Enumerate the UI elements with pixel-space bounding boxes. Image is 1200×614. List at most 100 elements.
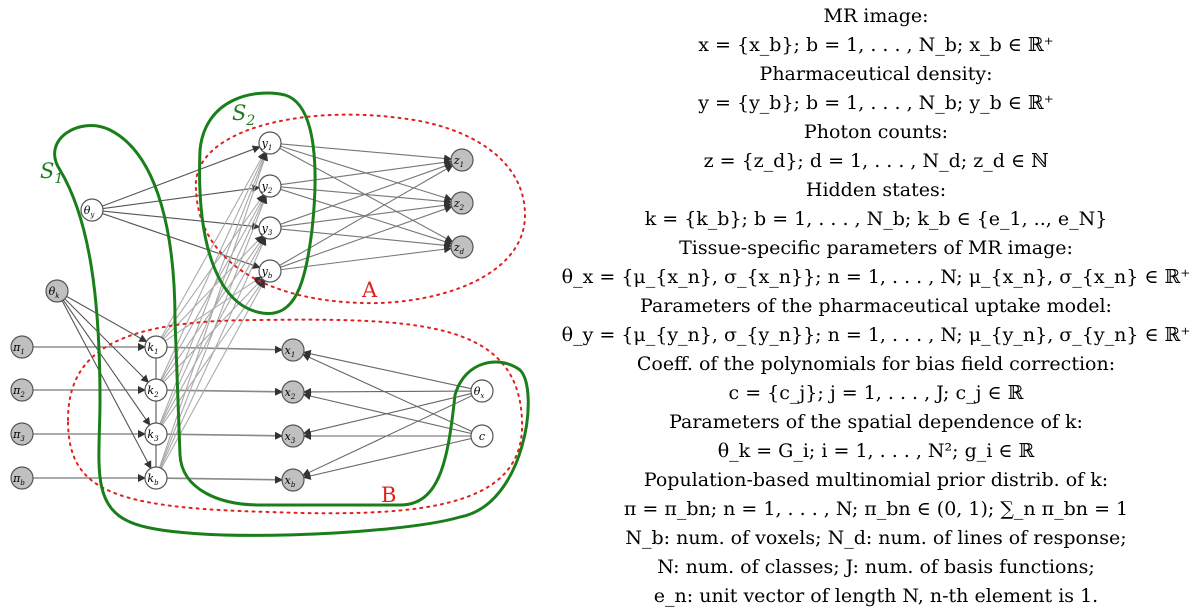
node-x-label: x2 <box>285 386 296 401</box>
definition-line: N_b: num. of voxels; N_d: num. of lines … <box>625 527 1127 549</box>
node-x-circle <box>281 338 305 362</box>
node-y-label: y1 <box>261 137 273 152</box>
edge-k-to-x <box>166 475 284 484</box>
node-pi-label: πb <box>12 472 25 487</box>
node-k-circle <box>144 466 168 490</box>
node-y-circle <box>258 174 282 198</box>
node-k-label: kb <box>147 472 159 487</box>
region-a-boundary <box>194 113 527 305</box>
node-x-circle <box>281 424 305 448</box>
node-x: x3 <box>281 424 305 448</box>
node-y: yb <box>258 259 282 283</box>
node-pi: π2 <box>10 378 34 402</box>
node-y-circle <box>258 131 282 155</box>
edge-c-to-x <box>302 437 472 480</box>
edge-y-to-z <box>280 143 453 163</box>
node-x-circle <box>281 468 305 492</box>
node-x-circle <box>281 380 305 404</box>
node-y: y3 <box>258 216 282 240</box>
node-k: k1 <box>144 335 168 359</box>
definition-line: Photon counts: <box>803 121 949 143</box>
definition-line: Population-based multinomial prior distr… <box>643 469 1109 491</box>
node-c-label: c <box>479 430 485 443</box>
set-s2-boundary <box>198 91 317 315</box>
node-k-label: k3 <box>147 428 159 443</box>
node-k-circle <box>144 422 168 446</box>
region-b-label: B <box>381 483 396 507</box>
edge-y-to-z <box>280 188 453 246</box>
region-a-label: A <box>361 278 378 302</box>
node-x: x2 <box>281 380 305 404</box>
edge-k-to-x <box>166 431 284 440</box>
diagram-nodes: θyθkθxcy1y2y3ybz1z2zdk1k2k3kbx1x2x3xbπ1π… <box>10 131 494 492</box>
node-theta-k-label: θk <box>49 285 60 300</box>
edge-thetak-to-k <box>62 299 151 426</box>
diagram-edges <box>33 143 473 484</box>
edge-thetak-to-k <box>61 300 152 470</box>
definition-line: Parameters of the spatial dependence of … <box>669 411 1083 433</box>
definition-line: e_n: unit vector of length N, n-th eleme… <box>653 585 1099 607</box>
edge-thetax-to-x <box>302 349 472 390</box>
node-pi-label: π1 <box>12 341 25 356</box>
definition-line: Coeff. of the polynomials for bias field… <box>636 353 1116 375</box>
node-k-label: k1 <box>147 341 158 356</box>
definition-line: k = {k_b}; b = 1, . . . , N_b; k_b ∈ {e_… <box>644 208 1108 230</box>
node-z-circle <box>450 235 474 259</box>
definitions-panel: MR image: x = {x_b}; b = 1, . . . , N_b;… <box>552 0 1200 614</box>
definition-line: Pharmaceutical density: <box>759 63 993 85</box>
node-theta-k: θk <box>45 279 69 303</box>
diagram-labels: S1 S2 A B <box>40 101 396 507</box>
definition-line: θ_x = {μ_{x_n}, σ_{x_n}}; n = 1, . . . ,… <box>561 266 1191 288</box>
node-pi-circle <box>10 335 34 359</box>
set-s2-label: S2 <box>232 101 255 129</box>
edge-thetak-to-k <box>66 295 148 343</box>
node-theta-x: θx <box>470 379 494 403</box>
node-pi: π1 <box>10 335 34 359</box>
edge-thetay-to-y <box>102 210 261 231</box>
node-pi-circle <box>10 378 34 402</box>
node-y: y1 <box>258 131 282 155</box>
set-s1-label: S1 <box>40 159 63 187</box>
edge-y-to-z <box>280 162 453 225</box>
node-k-circle <box>144 378 168 402</box>
node-pi: π3 <box>10 422 34 446</box>
definition-line: x = {x_b}; b = 1, . . . , N_b; x_b ∈ ℝ⁺ <box>698 34 1054 56</box>
definition-line: N: num. of classes; J: num. of basis fun… <box>657 556 1095 578</box>
definition-line: Hidden states: <box>805 179 947 201</box>
node-theta-y-label: θy <box>84 204 96 219</box>
node-y: y2 <box>258 174 282 198</box>
definition-line: π = π_bn; n = 1, . . . , N; π_bn ∈ (0, 1… <box>623 498 1129 520</box>
node-y-label: y3 <box>261 222 273 237</box>
edge-thetax-to-x <box>302 387 472 396</box>
edge-c-to-x <box>302 353 473 432</box>
node-y-label: yb <box>261 265 273 280</box>
edge-y-to-z <box>280 158 453 186</box>
definition-line: Parameters of the pharmaceutical uptake … <box>640 295 1112 317</box>
node-y-label: y2 <box>261 180 273 195</box>
node-pi: πb <box>10 466 34 490</box>
node-z-label: zd <box>453 241 465 256</box>
node-c-circle <box>470 424 494 448</box>
node-z-circle <box>450 148 474 172</box>
node-theta-y-circle <box>80 198 104 222</box>
edge-thetay-to-y <box>102 184 261 210</box>
node-pi-circle <box>10 422 34 446</box>
node-k-label: k2 <box>147 384 159 399</box>
node-c: c <box>470 424 494 448</box>
edge-y-to-z <box>280 245 453 271</box>
definition-line: y = {y_b}; b = 1, . . . , N_b; y_b ∈ ℝ⁺ <box>698 92 1054 114</box>
node-x-label: x3 <box>285 430 296 445</box>
node-x: xb <box>281 468 305 492</box>
node-k: kb <box>144 466 168 490</box>
edge-k-to-y <box>160 151 266 338</box>
node-pi-circle <box>10 466 34 490</box>
node-z: z2 <box>450 191 474 215</box>
edge-c-to-x <box>302 392 472 435</box>
region-b-boundary <box>66 318 524 515</box>
definition-line: Tissue-specific parameters of MR image: <box>679 237 1073 259</box>
node-z: z1 <box>450 148 474 172</box>
node-theta-y: θy <box>80 198 104 222</box>
node-pi-label: π3 <box>12 428 25 443</box>
definition-line: c = {c_j}; j = 1, . . . , J; c_j ∈ ℝ <box>728 382 1024 404</box>
diagram-regions <box>53 91 530 537</box>
